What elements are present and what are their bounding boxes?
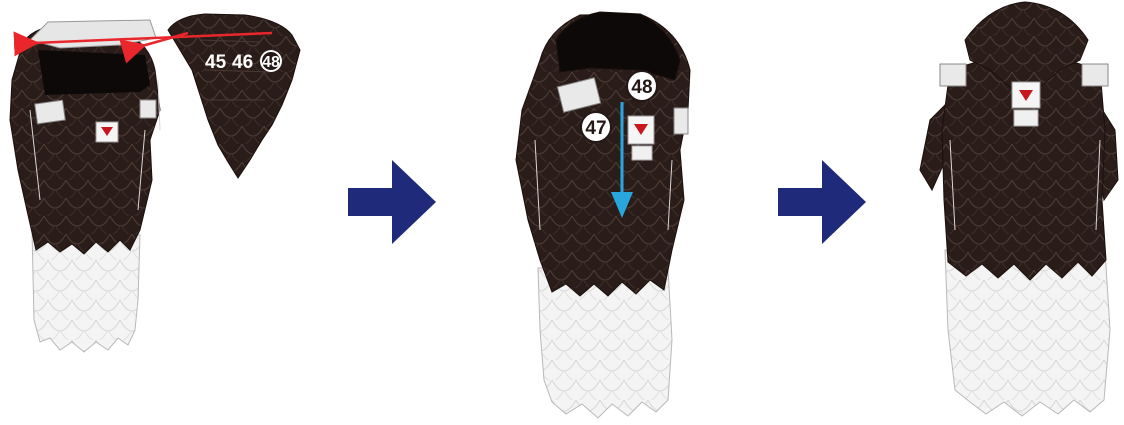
right-tab [140,100,156,118]
step-3 [920,2,1118,416]
flow-arrow-1 [348,160,436,244]
eagle-body-piece [10,20,160,352]
left-tab [940,64,966,86]
step-2: 48 47 [516,12,690,418]
part-number-45: 45 [205,52,227,73]
right-tab [1082,64,1108,86]
eagle-head-piece: 45 46 48 [168,14,300,178]
part-number-46: 46 [232,52,253,73]
part-number-47: 47 [585,118,606,139]
flow-arrow-2 [778,160,866,244]
part-number-48: 48 [631,77,652,98]
part-number-48: 48 [262,54,280,71]
step-1: 45 46 48 [10,14,300,352]
head-piece-shape [168,14,300,178]
right-tab [674,108,688,134]
left-tab [35,100,66,124]
neck-opening [38,50,150,95]
